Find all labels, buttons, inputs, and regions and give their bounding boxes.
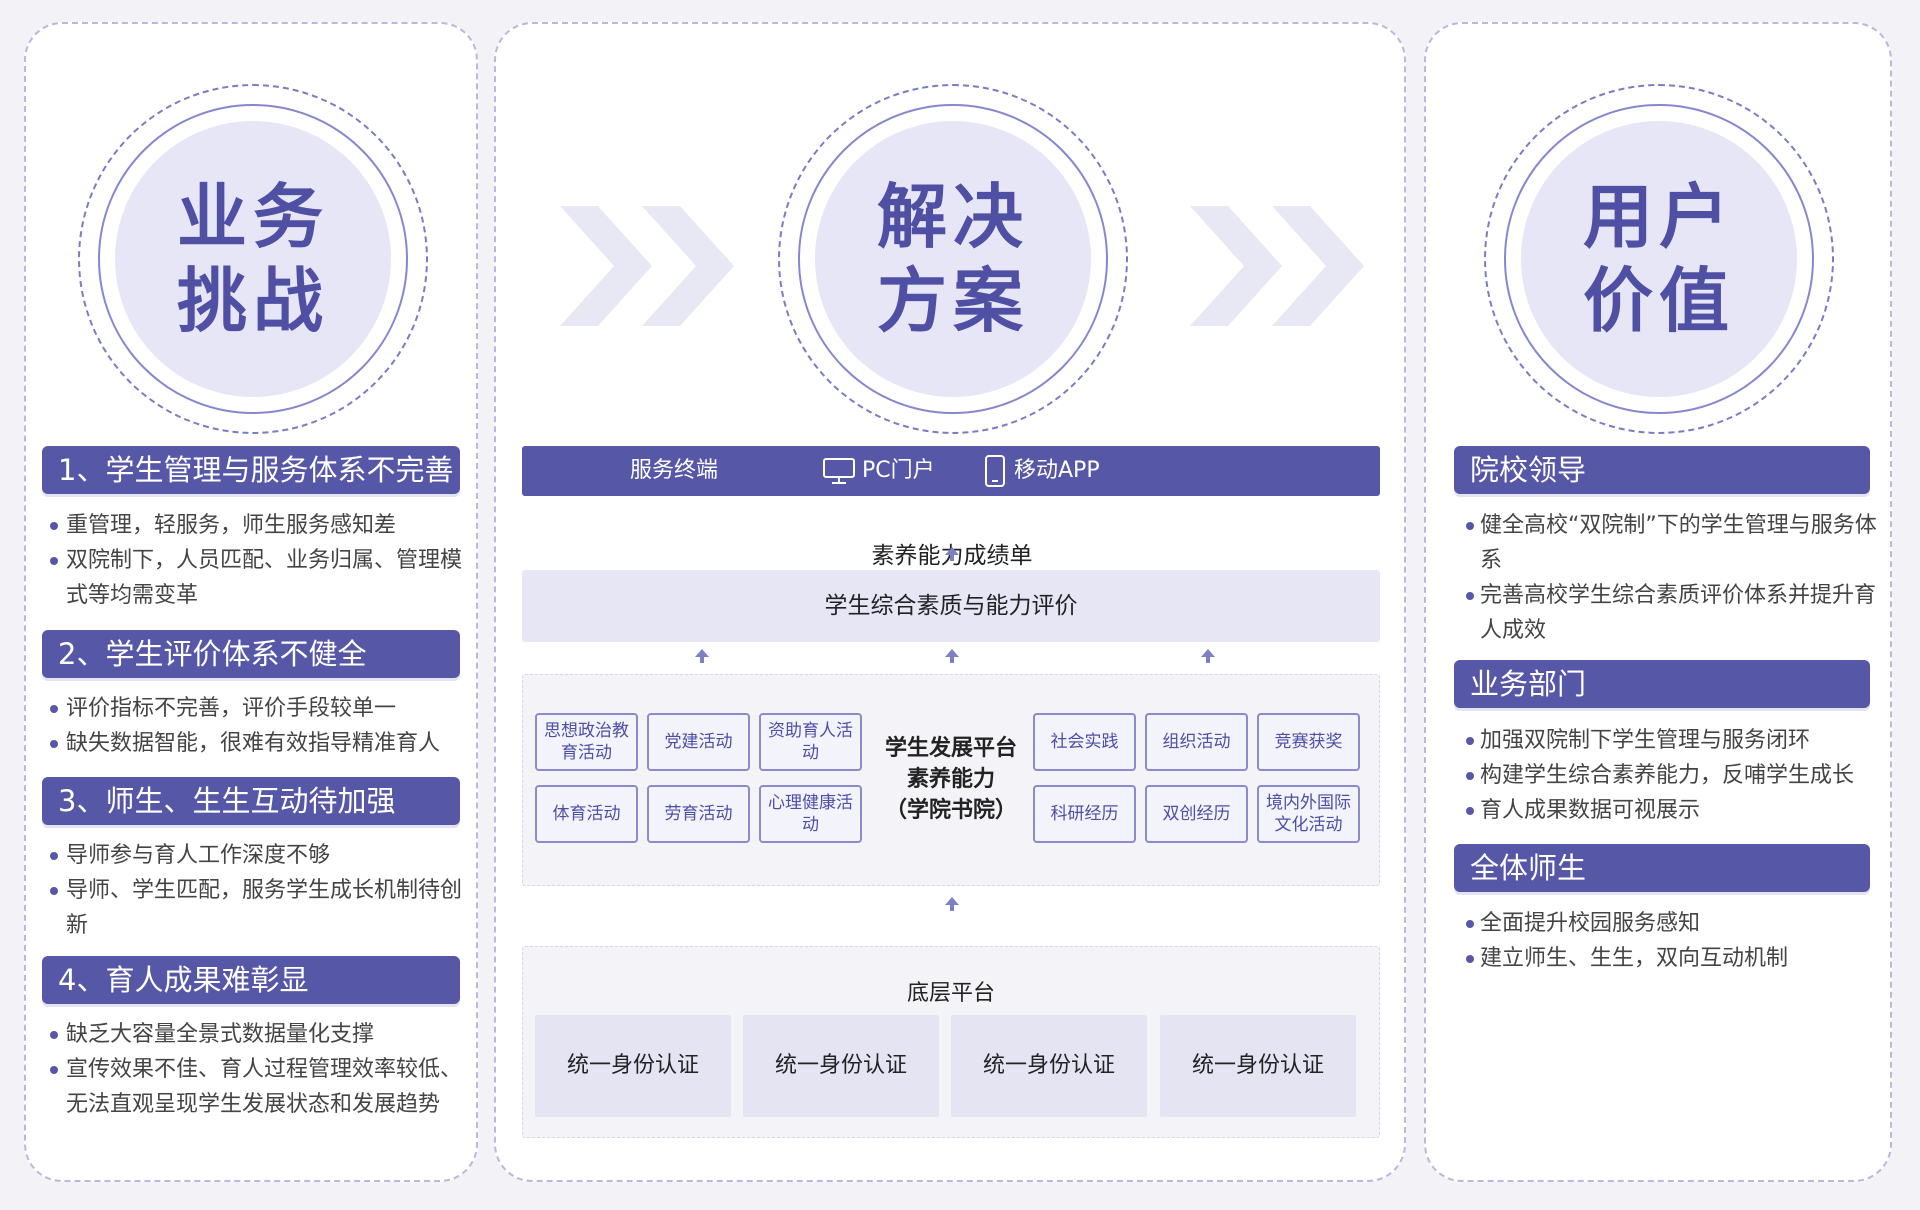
list-item: 全面提升校园服务感知 — [1466, 906, 1886, 941]
list-item: 宣传效果不佳、育人过程管理效率较低、无法直观呈现学生发展状态和发展趋势 — [50, 1052, 470, 1122]
activity-tag: 组织活动 — [1145, 713, 1248, 771]
hero-title-line-1: 业务 — [177, 176, 329, 258]
platform-center-label: 学生发展平台 素养能力 （学院书院） — [883, 733, 1019, 826]
monitor-icon — [823, 458, 855, 484]
list-item: 加强双院制下学生管理与服务闭环 — [1466, 723, 1886, 758]
activity-tag: 境内外国际文化活动 — [1257, 785, 1360, 843]
list-item: 缺乏大容量全景式数据量化支撑 — [50, 1017, 470, 1052]
list-item: 双院制下，人员匹配、业务归属、管理模式等均需变革 — [50, 543, 470, 613]
challenge-list-4: 缺乏大容量全景式数据量化支撑 宣传效果不佳、育人过程管理效率较低、无法直观呈现学… — [50, 1017, 470, 1122]
auth-block: 统一身份认证 — [951, 1015, 1147, 1117]
list-item: 导师参与育人工作深度不够 — [50, 838, 470, 873]
challenge-heading-3: 3、师生、生生互动待加强 — [42, 777, 460, 825]
flow-chevrons-icon — [1190, 206, 1364, 326]
arrow-up-icon — [945, 649, 959, 663]
platform-subtitle: 素养能力 — [906, 767, 995, 792]
challenge-heading-2: 2、学生评价体系不健全 — [42, 630, 460, 678]
list-item: 导师、学生匹配，服务学生成长机制待创新 — [50, 873, 470, 943]
platform-scope: （学院书院） — [884, 798, 1017, 823]
hero-title-line-2: 价值 — [1583, 260, 1735, 342]
base-platform: 底层平台 统一身份认证 统一身份认证 统一身份认证 统一身份认证 — [522, 946, 1380, 1138]
mobile-phone-icon — [985, 455, 1005, 487]
evaluation-layer: 学生综合素质与能力评价 — [522, 570, 1380, 642]
arrow-up-icon — [945, 547, 959, 561]
role-list-leadership: 健全高校“双院制”下的学生管理与服务体系 完善高校学生综合素质评价体系并提升育人… — [1466, 508, 1886, 648]
challenge-list-1: 重管理，轻服务，师生服务感知差 双院制下，人员匹配、业务归属、管理模式等均需变革 — [50, 508, 470, 613]
activity-tag: 社会实践 — [1033, 713, 1136, 771]
activity-tag: 科研经历 — [1033, 785, 1136, 843]
arrow-up-icon — [695, 649, 709, 663]
platform-name: 学生发展平台 — [884, 736, 1017, 761]
list-item: 评价指标不完善，评价手段较单一 — [50, 691, 470, 726]
list-item: 完善高校学生综合素质评价体系并提升育人成效 — [1466, 578, 1886, 648]
activity-tag: 心理健康活动 — [759, 785, 862, 843]
business-challenges-panel: 业务 挑战 1、学生管理与服务体系不完善 重管理，轻服务，师生服务感知差 双院制… — [24, 22, 478, 1182]
terminal-label: 服务终端 — [630, 458, 719, 483]
value-hero-circle: 用户 价值 — [1484, 84, 1834, 434]
student-development-platform: 思想政治教育活动 党建活动 资助育人活动 体育活动 劳育活动 心理健康活动 学生… — [522, 674, 1380, 886]
mobile-app-label: 移动APP — [1014, 458, 1100, 483]
activity-tag: 资助育人活动 — [759, 713, 862, 771]
role-list-departments: 加强双院制下学生管理与服务闭环 构建学生综合素养能力，反哺学生成长 育人成果数据… — [1466, 723, 1886, 828]
solution-panel: 解决 方案 服务终端 PC门户 移动APP 素养能力成绩单 学生综合素质与 — [494, 22, 1406, 1182]
list-item: 健全高校“双院制”下的学生管理与服务体系 — [1466, 508, 1886, 578]
role-list-all-staff: 全面提升校园服务感知 建立师生、生生，双向互动机制 — [1466, 906, 1886, 976]
challenge-heading-4: 4、育人成果难彰显 — [42, 956, 460, 1004]
flow-chevrons-icon — [560, 206, 734, 326]
solution-hero-circle: 解决 方案 — [778, 84, 1128, 434]
hero-title-line-2: 方案 — [877, 260, 1029, 342]
activity-tag: 思想政治教育活动 — [535, 713, 638, 771]
activity-tag: 体育活动 — [535, 785, 638, 843]
activity-tag: 双创经历 — [1145, 785, 1248, 843]
service-terminal-bar: 服务终端 PC门户 移动APP — [522, 446, 1380, 496]
list-item: 缺失数据智能，很难有效指导精准育人 — [50, 726, 470, 761]
challenge-list-2: 评价指标不完善，评价手段较单一 缺失数据智能，很难有效指导精准育人 — [50, 691, 470, 761]
base-platform-title: 底层平台 — [906, 981, 995, 1006]
activity-tag: 劳育活动 — [647, 785, 750, 843]
role-heading-departments: 业务部门 — [1454, 660, 1870, 708]
challenge-list-3: 导师参与育人工作深度不够 导师、学生匹配，服务学生成长机制待创新 — [50, 838, 470, 943]
role-heading-leadership: 院校领导 — [1454, 446, 1870, 494]
hero-title-line-1: 解决 — [877, 176, 1029, 258]
hero-title-line-2: 挑战 — [177, 260, 329, 342]
role-heading-all-staff: 全体师生 — [1454, 844, 1870, 892]
arrow-up-icon — [945, 897, 959, 911]
pc-portal-label: PC门户 — [862, 458, 935, 483]
challenges-hero-circle: 业务 挑战 — [78, 84, 428, 434]
challenge-heading-1: 1、学生管理与服务体系不完善 — [42, 446, 460, 494]
list-item: 构建学生综合素养能力，反哺学生成长 — [1466, 758, 1886, 793]
user-value-panel: 用户 价值 院校领导 健全高校“双院制”下的学生管理与服务体系 完善高校学生综合… — [1424, 22, 1892, 1182]
auth-block: 统一身份认证 — [535, 1015, 731, 1117]
arrow-up-icon — [1201, 649, 1215, 663]
auth-block: 统一身份认证 — [1160, 1015, 1356, 1117]
list-item: 育人成果数据可视展示 — [1466, 793, 1886, 828]
auth-block: 统一身份认证 — [743, 1015, 939, 1117]
activity-tag: 竞赛获奖 — [1257, 713, 1360, 771]
hero-title-line-1: 用户 — [1583, 176, 1735, 258]
list-item: 重管理，轻服务，师生服务感知差 — [50, 508, 470, 543]
activity-tag: 党建活动 — [647, 713, 750, 771]
list-item: 建立师生、生生，双向互动机制 — [1466, 941, 1886, 976]
